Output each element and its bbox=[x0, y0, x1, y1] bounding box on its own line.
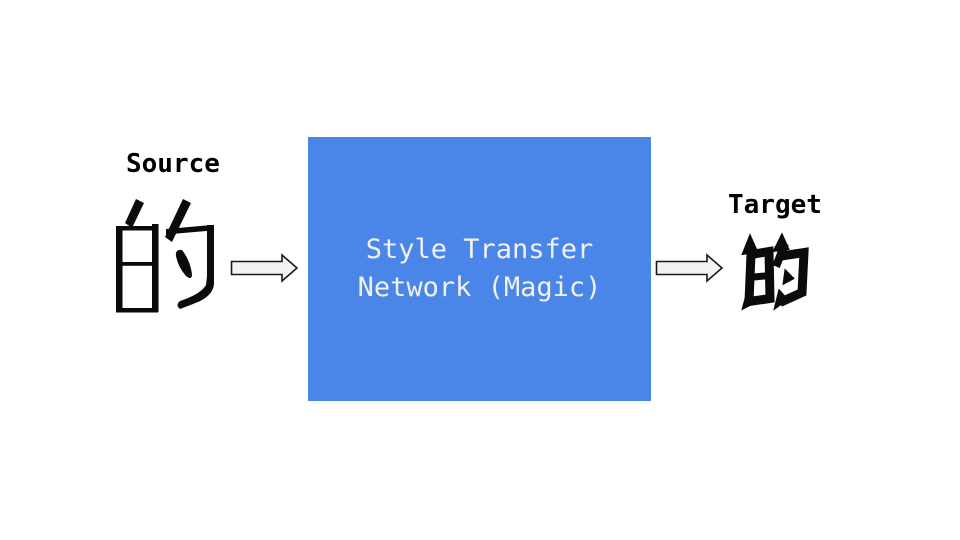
target-character-glyph bbox=[741, 232, 809, 311]
network-box-label-line1: Style Transfer bbox=[365, 234, 594, 265]
source-label: Source bbox=[126, 149, 220, 179]
network-box-label-line2: Network (Magic) bbox=[357, 272, 602, 303]
style-transfer-network-box: Style Transfer Network (Magic) bbox=[308, 137, 651, 401]
source-character-glyph bbox=[116, 199, 214, 313]
target-label: Target bbox=[728, 190, 822, 220]
right-arrow-icon bbox=[655, 253, 724, 283]
right-arrow-icon bbox=[230, 253, 299, 283]
